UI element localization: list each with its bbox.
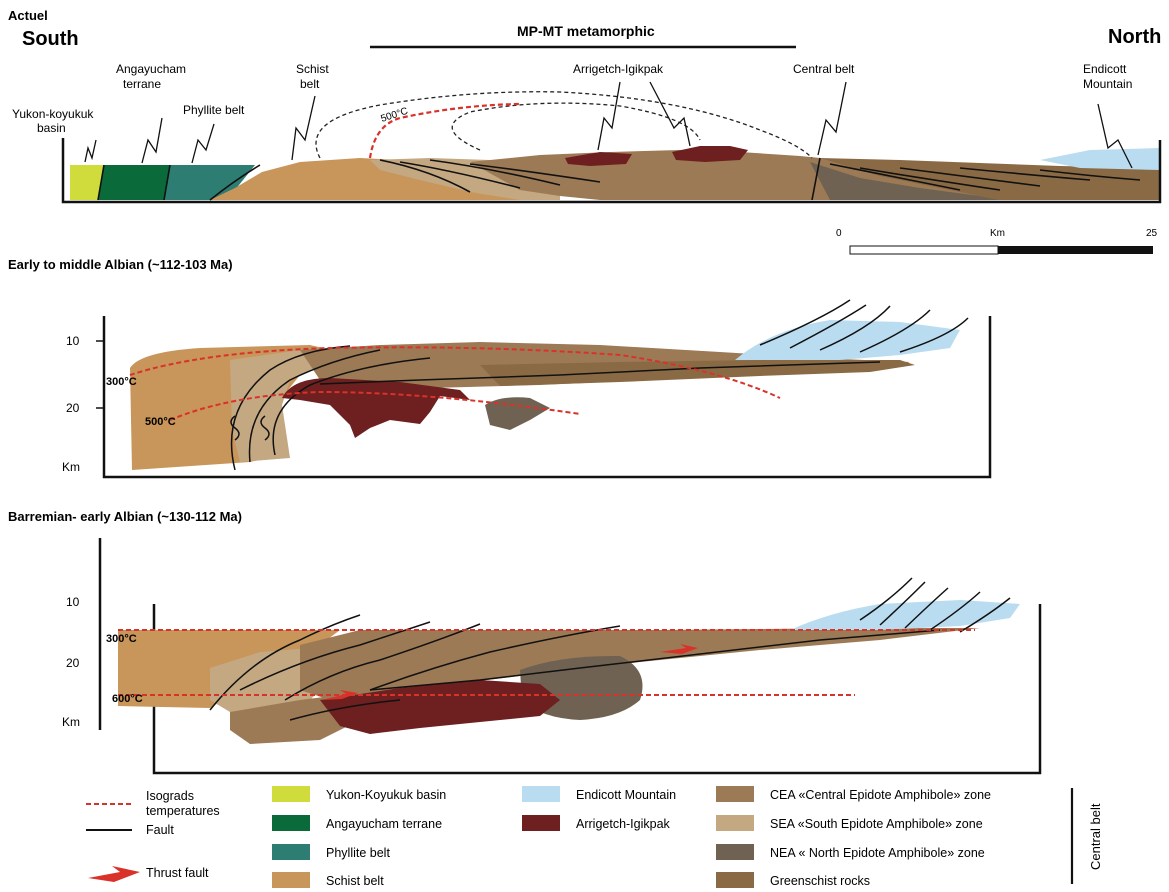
legend-label-8: NEA « North Epidote Amphibole» zone [770,846,985,860]
angayucham-unit [98,165,170,200]
legend-swatch-2 [272,844,310,860]
legend-label-6: CEA «Central Epidote Amphibole» zone [770,788,991,802]
section3-title: Barremian- early Albian (~130-112 Ma) [8,509,242,524]
callout-arrigetch: Arrigetch-Igikpak [573,62,690,150]
svg-text:Phyllite belt: Phyllite belt [183,103,245,117]
scale-bar: 0 Km 25 [836,228,1158,254]
temp-500-s2: 500°C [145,416,176,428]
svg-text:Central belt: Central belt [793,62,855,76]
svg-text:Mountain: Mountain [1083,77,1132,91]
banner-label: MP-MT metamorphic [517,23,655,39]
svg-text:basin: basin [37,121,66,135]
callout-schist: Schist belt [292,62,329,160]
legend-swatch-4 [522,786,560,802]
legend-swatch-8 [716,844,754,860]
present-day-section: Actuel South North MP-MT metamorphic [8,8,1161,254]
callout-phyllite: Phyllite belt [183,103,245,163]
callout-angayucham: Angayucham terrane [116,62,186,163]
arrigetch-body-2 [672,146,748,162]
legend-swatch-6 [716,786,754,802]
legend-label-4: Endicott Mountain [576,788,676,802]
legend-thrust-swatch [88,866,140,882]
early-middle-albian-section: Early to middle Albian (~112-103 Ma) 10 … [8,257,990,477]
legend-swatch-3 [272,872,310,888]
isograd-envelope-inner [452,103,700,150]
svg-text:Schist: Schist [296,62,329,76]
temp-300-s3: 300°C [106,633,137,645]
temp-600-s3: 600°C [112,693,143,705]
svg-text:Arrigetch-Igikpak: Arrigetch-Igikpak [573,62,664,76]
svg-text:10: 10 [66,334,80,348]
legend-label-9: Greenschist rocks [770,874,870,888]
legend-label-7: SEA «South Epidote Amphibole» zone [770,817,983,831]
svg-text:0: 0 [836,228,842,239]
temp-300-s2: 300°C [106,376,137,388]
svg-text:Km: Km [62,460,80,474]
legend-thrust-label: Thrust fault [146,866,209,880]
svg-text:Endicott: Endicott [1083,62,1127,76]
legend-swatch-1 [272,815,310,831]
svg-text:belt: belt [300,77,320,91]
section2-title: Early to middle Albian (~112-103 Ma) [8,257,233,272]
legend-label-1: Angayucham terrane [326,817,442,831]
svg-text:25: 25 [1146,228,1158,239]
barremian-section: Barremian- early Albian (~130-112 Ma) 10… [8,509,1040,773]
north-label: North [1108,26,1161,48]
legend-swatch-0 [272,786,310,802]
svg-text:terrane: terrane [123,77,161,91]
legend: Isograds temperatures Fault Thrust fault… [86,786,1103,888]
section3-depth-labels: 10 20 Km [62,595,80,729]
svg-text:Km: Km [990,228,1005,239]
svg-text:Yukon-koyukuk: Yukon-koyukuk [12,107,94,121]
svg-text:20: 20 [66,401,80,415]
central-belt-bracket-label: Central belt [1088,803,1103,870]
legend-label-5: Arrigetch-Igikpak [576,817,671,831]
legend-fault-label: Fault [146,823,174,837]
callout-central: Central belt [793,62,855,155]
legend-isograd-label: Isograds [146,789,194,803]
isograd-500-label: 500°C [380,106,410,125]
greenschist-s2 [480,360,915,386]
legend-isograd-label-2: temperatures [146,804,220,818]
svg-text:Km: Km [62,715,80,729]
legend-label-0: Yukon-Koyukuk basin [326,788,446,802]
legend-swatch-9 [716,872,754,888]
svg-text:Angayucham: Angayucham [116,62,186,76]
endicott-s2 [735,320,960,360]
svg-text:20: 20 [66,656,80,670]
svg-text:10: 10 [66,595,80,609]
legend-swatch-5 [522,815,560,831]
callout-yukon: Yukon-koyukuk basin [12,107,96,162]
legend-swatch-7 [716,815,754,831]
legend-label-2: Phyllite belt [326,846,390,860]
section2-depth-axis: 10 20 Km [62,334,104,474]
actuel-label: Actuel [8,8,48,23]
south-label: South [22,28,79,50]
legend-label-3: Schist belt [326,874,384,888]
